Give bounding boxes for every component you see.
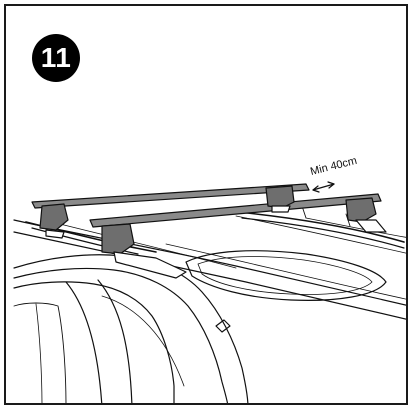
step-number-badge: 11: [32, 34, 80, 82]
rear-crossbar: [31, 183, 310, 209]
step-number: 11: [40, 42, 72, 73]
rear-left-foot: [39, 203, 69, 239]
front-left-foot: [101, 223, 187, 279]
illustration-frame: 11 Min 40cm: [4, 4, 408, 405]
rear-right-foot: [265, 185, 295, 213]
roof-rails: [25, 205, 405, 255]
rack-feet: [39, 185, 387, 279]
front-right-foot: [345, 197, 387, 233]
roof-rack-bars: [31, 183, 382, 228]
car-roof: [13, 215, 406, 320]
double-arrow-icon: [312, 181, 335, 193]
windshield-and-doors: [13, 254, 249, 403]
roof-rack-installation-illustration: [13, 181, 406, 403]
sunroof: [185, 250, 387, 301]
